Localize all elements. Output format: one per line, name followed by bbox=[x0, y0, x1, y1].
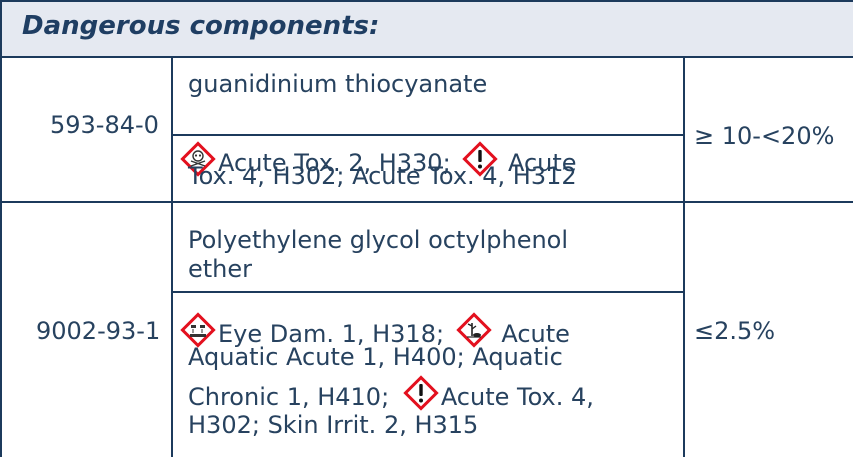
component-name: guanidinium thiocyanate bbox=[188, 70, 488, 98]
cas-column-divider bbox=[171, 58, 173, 457]
component-name: ether bbox=[188, 255, 253, 283]
concentration-column-divider bbox=[683, 58, 685, 457]
hazard-line: Aquatic Acute 1, H400; Aquatic bbox=[188, 343, 563, 371]
hazard-text: Acute Tox. 4, bbox=[440, 383, 594, 411]
hazard-line: Acute Tox. 2, H330; Acute bbox=[180, 141, 577, 179]
hazard-text: Acute Tox. 2, H330; bbox=[218, 149, 451, 177]
corrosion-icon bbox=[180, 312, 216, 348]
cas-number: 593-84-0 bbox=[50, 111, 159, 139]
concentration: ≤2.5% bbox=[694, 317, 776, 345]
hazard-text: Acute bbox=[507, 149, 577, 177]
concentration: ≥ 10-<20% bbox=[694, 122, 835, 150]
cas-number: 9002-93-1 bbox=[36, 317, 161, 345]
component-name: Polyethylene glycol octylphenol bbox=[188, 226, 569, 254]
hazard-line: Chronic 1, H410; Acute Tox. 4, bbox=[188, 375, 594, 413]
hazard-text: Acute bbox=[501, 320, 570, 348]
header-title: Dangerous components: bbox=[22, 11, 380, 41]
table-header: Dangerous components: bbox=[0, 0, 853, 58]
environment-icon bbox=[456, 312, 492, 348]
exclamation-mark-icon bbox=[462, 141, 498, 177]
row-1-name-divider bbox=[171, 134, 685, 136]
skull-crossbones-icon bbox=[180, 141, 216, 177]
exclamation-mark-icon bbox=[403, 375, 439, 411]
hazard-text: Eye Dam. 1, H318; bbox=[218, 320, 445, 348]
hazard-text: Chronic 1, H410; bbox=[188, 383, 390, 411]
row-2-name-divider bbox=[171, 291, 685, 293]
hazard-line: Eye Dam. 1, H318; Acute bbox=[180, 312, 570, 350]
table-left-border bbox=[0, 58, 2, 457]
table-row: 593-84-0 guanidinium thiocyanate Acute T… bbox=[0, 58, 853, 201]
hazard-line: H302; Skin Irrit. 2, H315 bbox=[188, 411, 479, 439]
hazard-line: Tox. 4, H302; Acute Tox. 4, H312 bbox=[188, 162, 577, 190]
row-divider bbox=[0, 201, 853, 203]
table-row: 9002-93-1 Polyethylene glycol octylpheno… bbox=[0, 203, 853, 457]
